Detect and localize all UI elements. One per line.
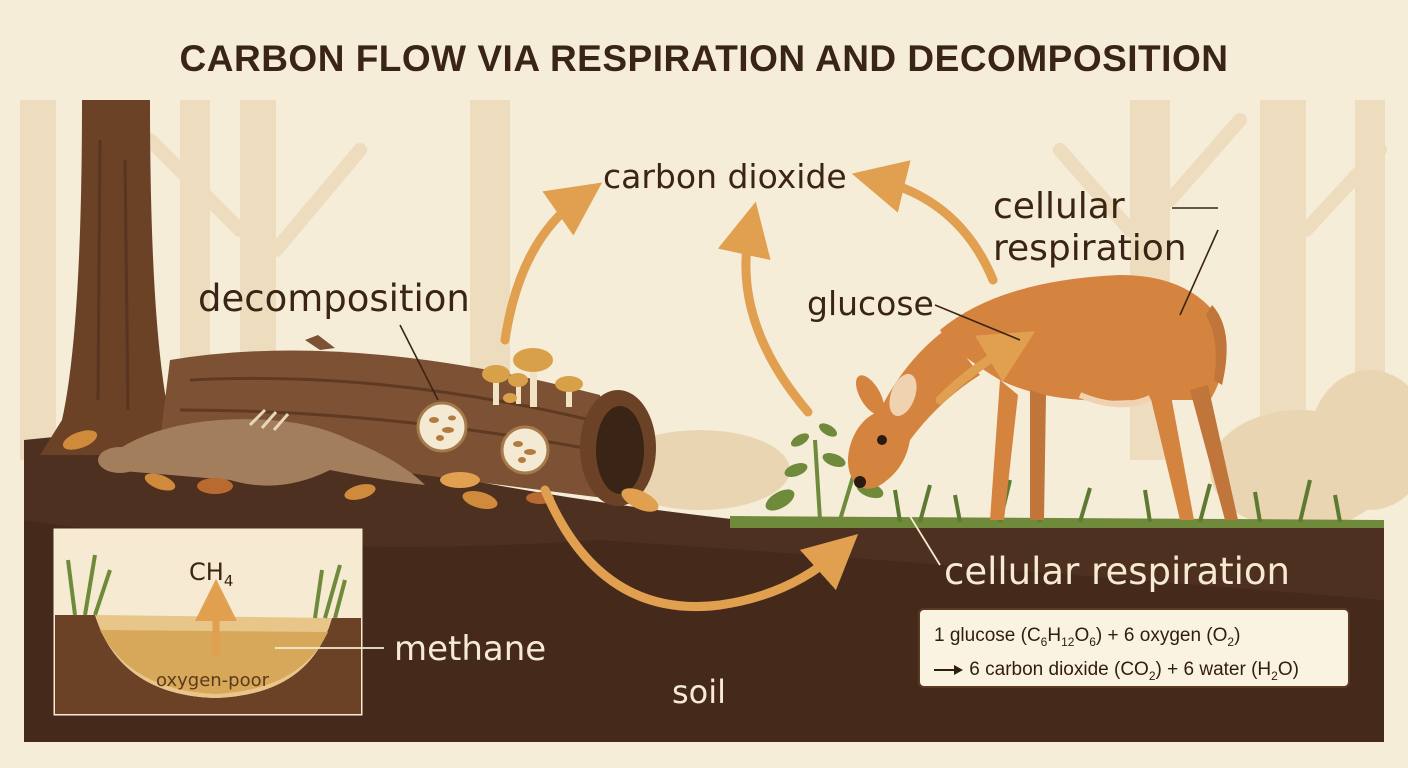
pond-inset: [53, 528, 384, 716]
carbon-flow-arrows: [500, 160, 1036, 611]
ch4-main: CH: [189, 558, 224, 586]
equation-line-2: 6 carbon dioxide (CO2) + 6 water (H2O): [934, 656, 1348, 690]
label-glucose: glucose: [807, 284, 934, 323]
equation-line-1: 1 glucose (C6H12O6) + 6 oxygen (O2): [934, 625, 1241, 649]
arrow-soil-to-plant: [540, 485, 859, 611]
label-carbon-dioxide: carbon dioxide: [603, 157, 847, 196]
ch4-subscript: 4: [223, 571, 234, 590]
label-methane: methane: [394, 629, 547, 669]
arrow-decomp-to-co2: [500, 182, 603, 345]
diagram-title: CARBON FLOW VIA RESPIRATION AND DECOMPOS…: [179, 38, 1229, 79]
grass-strip: [730, 516, 1384, 528]
arrow-glucose-in-deer: [935, 331, 1036, 405]
respiration-equation-box: 1 glucose (C6H12O6) + 6 oxygen (O2) 6 ca…: [918, 608, 1350, 688]
yields-arrow-icon: [934, 664, 963, 675]
tree-trunk: [40, 100, 190, 455]
arrow-deer-to-co2: [851, 160, 998, 285]
label-decomposition: decomposition: [198, 277, 470, 320]
label-cellular-respiration-top: cellular respiration: [993, 186, 1187, 270]
label-ch4: CH4: [189, 560, 233, 589]
microbe-circles: [416, 401, 550, 475]
label-oxygen-poor: oxygen-poor: [156, 670, 270, 691]
leaves: [62, 430, 659, 512]
mushrooms: [482, 348, 583, 407]
arrow-plant-to-co2: [717, 201, 813, 417]
label-cellular-respiration-bottom: cellular respiration: [944, 550, 1291, 593]
label-soil: soil: [672, 673, 727, 711]
label-cellular-line: cellular: [993, 186, 1125, 227]
dead-animal: [98, 408, 425, 486]
label-respiration-line: respiration: [993, 228, 1187, 270]
